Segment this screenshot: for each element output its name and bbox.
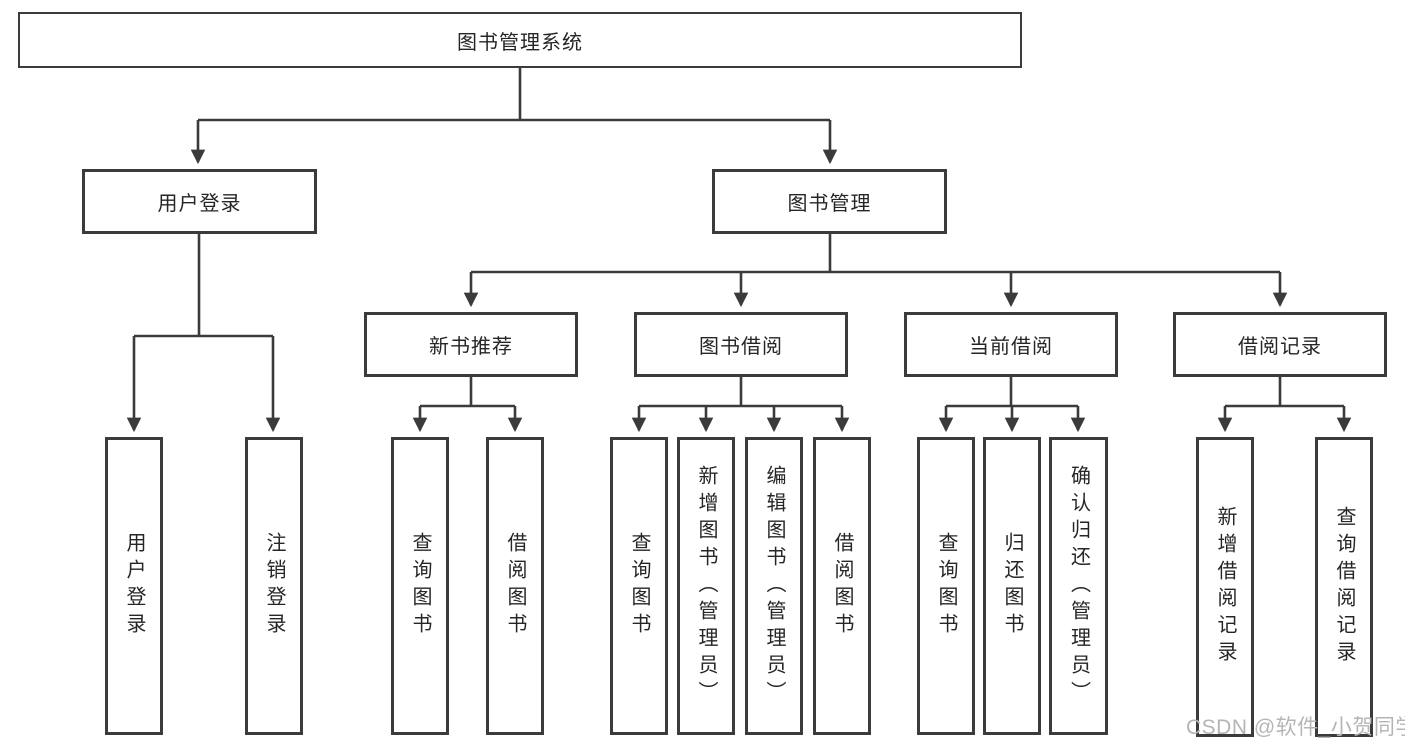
edge-book-borrow-trunk (639, 377, 842, 408)
node-user-login: 用户登录 (82, 169, 317, 234)
leaf-borrow-query-book: 查询图书 (610, 437, 668, 735)
leaf-current-confirm-return-admin: 确认归还（管理员） (1049, 437, 1108, 735)
csdn-watermark: CSDN @软件_小贺同学 (1186, 716, 1405, 739)
leaf-record-query-borrow-record: 查询借阅记录 (1315, 437, 1373, 737)
edge-root-trunk (198, 68, 830, 122)
leaf-borrow-add-book-admin: 新增图书（管理员） (677, 437, 735, 735)
edge-new-book-recommend-trunk (420, 377, 515, 408)
leaf-borrow-edit-book-admin: 编辑图书（管理员） (745, 437, 803, 735)
edge-borrow-record-trunk (1225, 377, 1344, 408)
leaf-user-login: 用户登录 (105, 437, 163, 735)
leaf-current-return-book: 归还图书 (983, 437, 1041, 735)
node-borrow-record: 借阅记录 (1173, 312, 1387, 377)
node-book-management: 图书管理 (712, 169, 947, 234)
leaf-recommend-borrow-book: 借阅图书 (486, 437, 544, 735)
edge-current-borrow-trunk (946, 377, 1078, 408)
leaf-borrow-borrow-book: 借阅图书 (813, 437, 871, 735)
leaf-record-add-borrow-record: 新增借阅记录 (1196, 437, 1254, 737)
node-new-book-recommend: 新书推荐 (364, 312, 578, 377)
leaf-current-query-book: 查询图书 (917, 437, 975, 735)
edge-book-management-trunk (471, 234, 1280, 274)
edge-user-login-trunk (134, 234, 273, 338)
leaf-recommend-query-book: 查询图书 (391, 437, 449, 735)
node-book-borrow: 图书借阅 (634, 312, 848, 377)
leaf-logout: 注销登录 (245, 437, 303, 735)
node-current-borrow: 当前借阅 (904, 312, 1118, 377)
node-library-management-system: 图书管理系统 (18, 12, 1022, 68)
